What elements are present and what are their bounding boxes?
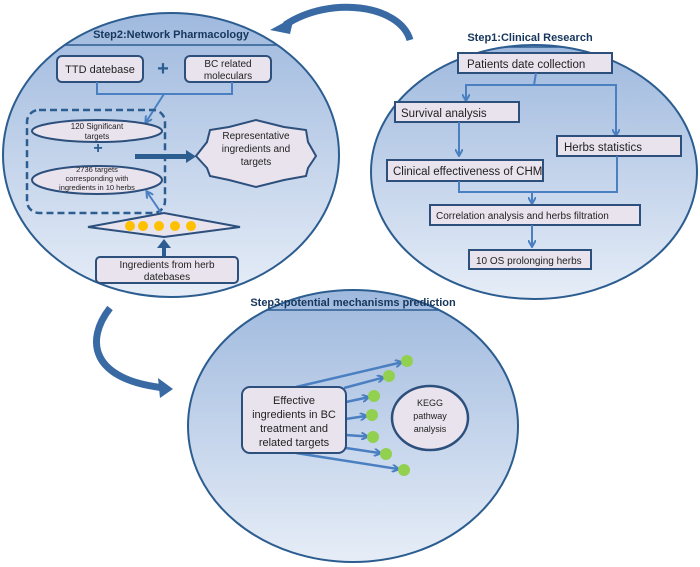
svg-text:related targets: related targets: [259, 437, 330, 449]
herb-database-box: Ingredients from herb datebases: [95, 256, 239, 284]
target-arrow: [343, 378, 383, 390]
step2-title: Step2:Network Pharmacology: [93, 29, 250, 41]
ingredient-dot: [154, 221, 164, 231]
svg-text:moleculars: moleculars: [204, 71, 252, 82]
step3-title: Step3:potential mechanisms prediction: [250, 297, 456, 309]
step1-clinical-research: Step1:Clinical Research Patients date co…: [370, 32, 698, 300]
target-node: [368, 390, 380, 402]
step3-mechanisms-prediction: Step3:potential mechanisms prediction Ef…: [187, 289, 519, 563]
target-arrow: [345, 397, 368, 404]
merge-connector: [96, 82, 233, 95]
patients-to-herbs-connector: [534, 84, 616, 135]
plus-sign-middle: +: [93, 140, 102, 157]
plus-sign-top: +: [157, 58, 169, 80]
svg-text:ingredients in 10 herbs: ingredients in 10 herbs: [59, 183, 135, 192]
target-arrow: [345, 416, 366, 419]
bc-moleculars-box: BC related moleculars: [184, 55, 272, 83]
svg-text:targets: targets: [85, 132, 109, 141]
step2-network-pharmacology: Step2:Network Pharmacology TTD datebase …: [2, 12, 340, 298]
svg-text:Clinical effectiveness of CHM: Clinical effectiveness of CHM: [393, 166, 542, 178]
target-arrow: [295, 362, 401, 389]
ingredient-dot: [186, 221, 196, 231]
representative-star-shape: Representative ingredients and targets: [194, 118, 318, 189]
clinical-effectiveness-box: Clinical effectiveness of CHM: [386, 159, 544, 182]
svg-text:datebases: datebases: [144, 272, 190, 283]
target-node: [383, 370, 395, 382]
effective-ingredients-box: Effective ingredients in BC treatment an…: [241, 386, 347, 454]
correlation-analysis-box: Correlation analysis and herbs filtratio…: [429, 204, 641, 226]
svg-text:TTD datebase: TTD datebase: [65, 64, 135, 76]
significant-targets-ellipse: 120 Significant targets: [31, 119, 163, 143]
target-node: [401, 355, 413, 367]
svg-text:Effective: Effective: [273, 395, 315, 407]
double-arrow-to-representative: [135, 150, 196, 163]
svg-text:analysis: analysis: [414, 424, 447, 434]
target-node: [367, 431, 379, 443]
targets-group-dashed-box: [25, 108, 167, 215]
ingredient-dot: [170, 221, 180, 231]
target-arrow: [345, 435, 367, 437]
svg-text:treatment and: treatment and: [260, 423, 328, 435]
target-node: [380, 448, 392, 460]
merge-to-correlation-connector: [458, 156, 618, 193]
svg-text:KEGG: KEGG: [417, 398, 443, 408]
target-node: [398, 464, 410, 476]
ttd-database-box: TTD datebase: [56, 55, 144, 83]
os-prolonging-herbs-box: 10 OS prolonging herbs: [468, 249, 592, 270]
target-arrow: [295, 451, 398, 469]
step1-title: Step1:Clinical Research: [467, 32, 593, 44]
up-arrow-from-herb-db: [157, 239, 171, 258]
ingredient-dot: [138, 221, 148, 231]
svg-text:2736 targets: 2736 targets: [76, 165, 118, 174]
svg-text:Correlation analysis and herb: Correlation analysis and herbs filtratio…: [436, 211, 609, 222]
target-node: [366, 409, 378, 421]
svg-text:Survival analysis: Survival analysis: [401, 108, 487, 120]
svg-text:ingredients and: ingredients and: [222, 144, 290, 155]
svg-text:targets: targets: [241, 157, 272, 168]
herbs-statistics-box: Herbs statistics: [556, 135, 682, 157]
svg-text:120 Significant: 120 Significant: [71, 122, 124, 131]
ingredient-dot: [125, 221, 135, 231]
kegg-pathway-ellipse: KEGG pathway analysis: [390, 384, 470, 452]
svg-text:Ingredients from herb: Ingredients from herb: [119, 260, 214, 271]
herb-targets-ellipse: 2736 targets corresponding with ingredie…: [31, 165, 163, 195]
svg-text:ingredients in BC: ingredients in BC: [252, 409, 336, 421]
patients-data-box: Patients date collection: [457, 52, 613, 74]
ingredients-diamond: [87, 211, 241, 239]
svg-text:Representative: Representative: [222, 131, 290, 142]
svg-text:Herbs statistics: Herbs statistics: [564, 142, 642, 154]
svg-text:pathway: pathway: [413, 411, 447, 421]
patients-split-connector: [466, 72, 537, 100]
target-arrow: [345, 446, 380, 453]
curved-arrow-step1-to-step2: [270, 3, 414, 42]
svg-text:BC related: BC related: [204, 59, 251, 70]
target-arrows: [295, 355, 413, 476]
svg-text:corresponding with: corresponding with: [66, 174, 129, 183]
svg-text:10 OS prolonging herbs: 10 OS prolonging herbs: [476, 256, 582, 267]
survival-analysis-box: Survival analysis: [394, 101, 520, 123]
merge-arrow: [146, 93, 165, 122]
step3-circle: [187, 289, 519, 563]
svg-text:Patients date collection: Patients date collection: [467, 59, 585, 71]
curved-arrow-step2-to-step3: [93, 305, 173, 398]
